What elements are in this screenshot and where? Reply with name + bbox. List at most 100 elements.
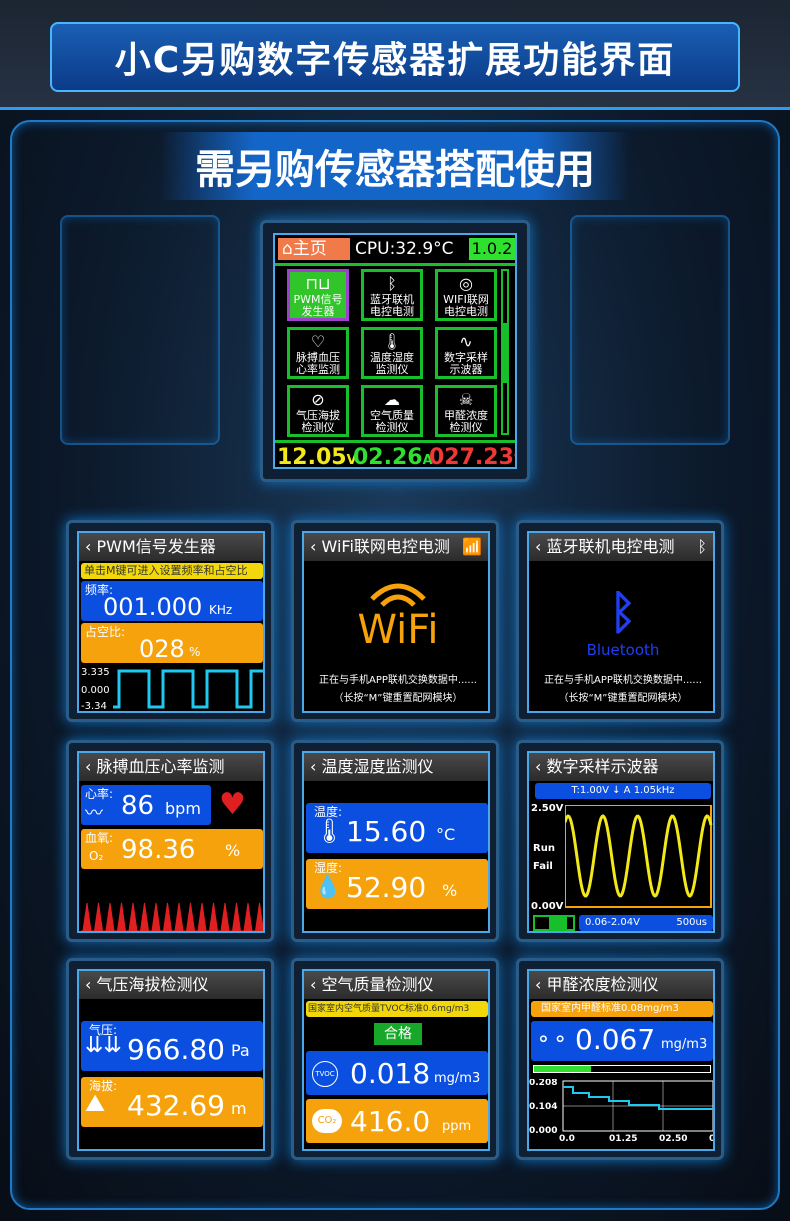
hcho-xtick: 02.50 bbox=[659, 1134, 687, 1144]
osc-channel-indicator[interactable] bbox=[533, 915, 575, 931]
heart-icon: ♥ bbox=[219, 787, 246, 822]
tvoc-box: TVOC 0.018 mg/m3 bbox=[306, 1051, 488, 1095]
wifi-icon: ◎ bbox=[459, 274, 473, 293]
altitude-box: 海拔: ⛰ 432.69 m bbox=[81, 1077, 263, 1127]
hcho-xtick: 0.0 bbox=[559, 1134, 575, 1144]
formaldehyde-icon: ☠ bbox=[458, 390, 474, 409]
freq-box[interactable]: 频率: 001.000 KHz bbox=[81, 581, 263, 621]
pwm-waveform bbox=[113, 669, 263, 709]
duty-label: 占空比: bbox=[85, 625, 126, 639]
tvoc-icon: TVOC bbox=[312, 1061, 338, 1087]
version-badge: 1.0.2 bbox=[469, 238, 515, 260]
tile-label: 发生器 bbox=[301, 305, 335, 318]
home-tile-formaldehyde[interactable]: ☠甲醛浓度检测仪 bbox=[435, 385, 497, 437]
air-quality-icon: ☁ bbox=[384, 390, 400, 409]
wifi-logo-icon bbox=[370, 583, 426, 607]
hcho-xtick: 03.75M bbox=[709, 1134, 715, 1144]
duty-value: 028 bbox=[139, 635, 185, 663]
osc-vtop: 2.50V bbox=[531, 803, 564, 814]
tile-label: 心率监测 bbox=[296, 363, 340, 376]
osc-range: 0.06-2.04V bbox=[585, 917, 640, 928]
cpu-temp: CPU:32.9°C bbox=[355, 239, 454, 259]
tile-label: 检测仪 bbox=[375, 421, 409, 434]
home-tile-pulse[interactable]: ♡脉搏血压心率监测 bbox=[287, 327, 349, 379]
hcho-value: 0.067 bbox=[575, 1023, 656, 1056]
water-drop-icon: 💧 bbox=[314, 875, 342, 900]
hcho-unit: mg/m3 bbox=[661, 1037, 708, 1052]
osc-screen: ‹ 数字采样示波器 T:1.00V ↓ A 1.05kHz 2.50V Run … bbox=[527, 751, 715, 933]
hcho-box: ⚬⚬ 0.067 mg/m3 bbox=[531, 1021, 713, 1061]
altitude-unit: m bbox=[231, 1099, 247, 1118]
hcho-level-fill bbox=[534, 1066, 591, 1072]
oscilloscope-icon: ∿ bbox=[459, 332, 473, 351]
home-tile-air-quality[interactable]: ☁空气质量检测仪 bbox=[361, 385, 423, 437]
home-tile-barometer[interactable]: ⊘气压海拔检测仪 bbox=[287, 385, 349, 437]
pressure-box: 气压: ⇊⇊ 966.80 Pa bbox=[81, 1021, 263, 1071]
hcho-ytick: 0.104 bbox=[529, 1102, 557, 1112]
home-tile-pwm[interactable]: ⊓⊔PWM信号发生器 bbox=[287, 269, 349, 321]
wifi-title: ‹ WiFi联网电控电测 📶 bbox=[304, 533, 488, 561]
home-tile-wifi[interactable]: ◎WIFI联网电控电测 bbox=[435, 269, 497, 321]
osc-panel: ‹ 数字采样示波器 T:1.00V ↓ A 1.05kHz 2.50V Run … bbox=[516, 740, 724, 942]
pwm-ymid: 0.000 bbox=[81, 685, 110, 696]
hum-box: 湿度: 💧 52.90 % bbox=[306, 859, 488, 909]
wifi-icon: 📶 bbox=[462, 537, 482, 556]
pwm-title: ‹ PWM信号发生器 bbox=[79, 533, 263, 561]
bt-msg2: （长按“M”键重置配网模块） bbox=[558, 693, 688, 704]
osc-run: Run bbox=[533, 843, 555, 854]
temp-screen: ‹ 温度湿度监测仪 温度: 🌡 15.60 °C 湿度: 💧 52.90 % bbox=[302, 751, 490, 933]
subtitle: 需另购传感器搭配使用 bbox=[160, 132, 630, 200]
home-tab[interactable]: ⌂主页 bbox=[278, 238, 350, 260]
home-tile-temp-humidity[interactable]: 🌡温度湿度监测仪 bbox=[361, 327, 423, 379]
freq-label: 频率: bbox=[85, 583, 114, 597]
tile-label: 电控电测 bbox=[444, 305, 488, 318]
hcho-screen: ‹ 甲醛浓度检测仪 国家室内甲醛标准0.08mg/m3 ⚬⚬ 0.067 mg/… bbox=[527, 969, 715, 1151]
duty-unit: % bbox=[189, 645, 201, 659]
hcho-ytick: 0.208 bbox=[529, 1079, 557, 1088]
pressure-unit: Pa bbox=[231, 1041, 250, 1060]
baro-title: ‹ 气压海拔检测仪 bbox=[79, 971, 263, 999]
hr-unit: bpm bbox=[165, 799, 201, 818]
scrollbar[interactable] bbox=[501, 269, 509, 435]
osc-vbot: 0.00V bbox=[531, 901, 564, 912]
wifi-logo: WiFi bbox=[357, 607, 439, 653]
mountain-icon: ⛰ bbox=[85, 1089, 106, 1117]
osc-fail: Fail bbox=[533, 861, 553, 872]
barometer-icon: ⊘ bbox=[311, 390, 325, 409]
temp-label: 温度: bbox=[314, 805, 343, 819]
hud-frame bbox=[10, 120, 780, 1210]
duty-box[interactable]: 占空比: 028 % bbox=[81, 623, 263, 663]
hr-label: 心率: bbox=[85, 787, 114, 801]
tvoc-value: 0.018 bbox=[350, 1057, 431, 1090]
pressure-arrows-icon: ⇊⇊ bbox=[85, 1033, 122, 1058]
tile-label: 脉搏血压 bbox=[296, 351, 340, 364]
tvoc-unit: mg/m3 bbox=[434, 1071, 481, 1086]
o2-unit: % bbox=[225, 841, 241, 860]
pwm-tip: 单击M键可进入设置频率和占空比 bbox=[81, 563, 263, 579]
tile-label: 蓝牙联机 bbox=[370, 293, 414, 306]
pulse-panel: ‹ 脉搏血压心率监测 心率: 〰 86 bpm ♥ 血氧: O₂ 98.36 % bbox=[66, 740, 274, 942]
home-tile-oscilloscope[interactable]: ∿数字采样示波器 bbox=[435, 327, 497, 379]
osc-trigger-bar[interactable]: T:1.00V ↓ A 1.05kHz bbox=[535, 783, 711, 799]
hcho-panel: ‹ 甲醛浓度检测仪 国家室内甲醛标准0.08mg/m3 ⚬⚬ 0.067 mg/… bbox=[516, 958, 724, 1160]
hcho-ytick: 0.000 bbox=[529, 1126, 557, 1136]
pressure-label: 气压: bbox=[89, 1023, 118, 1037]
wifi-msg2: （长按“M”键重置配网模块） bbox=[333, 693, 463, 704]
pulse-screen: ‹ 脉搏血压心率监测 心率: 〰 86 bpm ♥ 血氧: O₂ 98.36 % bbox=[77, 751, 265, 933]
current-readout: 02.26A bbox=[353, 445, 433, 469]
pwm-ybot: -3.34 bbox=[81, 701, 107, 712]
wifi-screen: ‹ WiFi联网电控电测 📶 WiFi 正在与手机APP联机交换数据中.....… bbox=[302, 531, 490, 713]
tile-label: 空气质量 bbox=[370, 409, 414, 422]
bluetooth-icon: ᛒ bbox=[387, 274, 397, 293]
scroll-thumb[interactable] bbox=[503, 323, 507, 383]
hum-label: 湿度: bbox=[314, 861, 343, 875]
o2-drop-icon: O₂ bbox=[89, 849, 104, 863]
air-screen: ‹ 空气质量检测仪 国家室内空气质量TVOC标准0.6mg/m3 合格 TVOC… bbox=[302, 969, 490, 1151]
top-banner: 小C另购数字传感器扩展功能界面 bbox=[0, 0, 790, 110]
